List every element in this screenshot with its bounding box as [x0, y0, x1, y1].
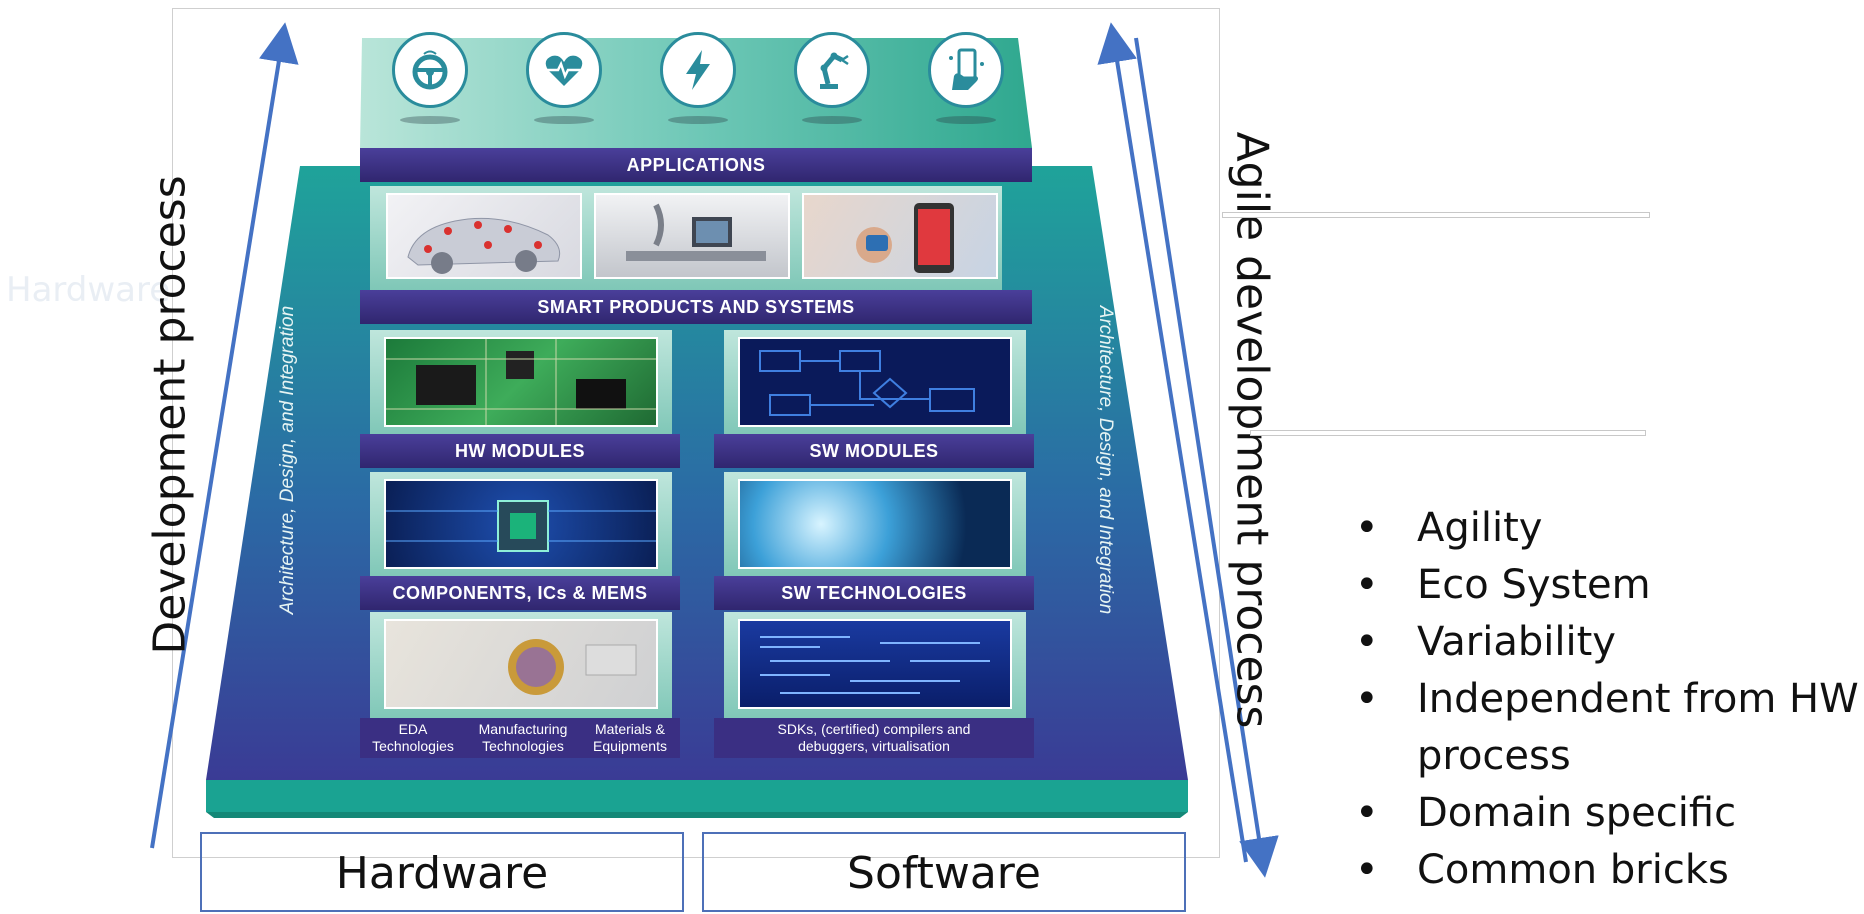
wafer-lab-photo [384, 619, 658, 709]
bullet-variability: Variability [1355, 614, 1864, 671]
hw-base-band: EDA Technologies Manufacturing Technolog… [360, 718, 680, 758]
components-band: COMPONENTS, ICs & MEMS [360, 576, 680, 610]
features-bullet-list: Agility Eco System Variability Independe… [1355, 500, 1864, 899]
eda-line1: EDA [398, 721, 428, 737]
materials-equipments-label: Materials & Equipments [580, 721, 680, 755]
sdk-line2: debuggers, virtualisation [798, 738, 950, 754]
sw-technologies-band: SW TECHNOLOGIES [714, 576, 1034, 610]
side-label-right: Architecture, Design, and Integration [1095, 305, 1116, 615]
materials-line2: Equipments [593, 738, 667, 754]
robot-arm-icon [794, 32, 870, 108]
development-process-arrow [150, 22, 299, 849]
icon-shadow [534, 116, 594, 124]
bullet-common-bricks: Common bricks [1355, 842, 1864, 899]
bullet-independent: Independent from HW process [1355, 671, 1864, 785]
heart-pulse-icon [526, 32, 602, 108]
diagram-frame [172, 8, 1220, 858]
eda-technologies-label: EDA Technologies [360, 721, 466, 755]
icon-shadow [668, 116, 728, 124]
circuit-board-photo [384, 337, 658, 427]
bullet-independent-line1: Independent from HW [1417, 676, 1859, 722]
hw-modules-band: HW MODULES [360, 434, 680, 468]
agile-up-arrow [1097, 22, 1248, 863]
manufacturing-line1: Manufacturing [478, 721, 568, 737]
sdk-line1: SDKs, (certified) compilers and [777, 721, 971, 737]
manufacturing-line2: Technologies [482, 738, 564, 754]
agile-down-arrow [1134, 37, 1279, 878]
icon-shadow [802, 116, 862, 124]
applications-band: APPLICATIONS [360, 148, 1032, 182]
connector-line-middle [1250, 430, 1646, 436]
medical-equipment-photo [594, 193, 790, 279]
smartphone-photo [802, 193, 998, 279]
application-icon-4 [794, 32, 870, 124]
side-label-left: Architecture, Design, and Integration [277, 305, 298, 615]
software-box: Software [702, 832, 1186, 912]
application-icon-5 [928, 32, 1004, 124]
lightning-icon [660, 32, 736, 108]
materials-line1: Materials & [594, 721, 666, 737]
application-icon-2 [526, 32, 602, 124]
bullet-eco-system: Eco System [1355, 557, 1864, 614]
data-stream-photo [738, 479, 1012, 569]
bullet-independent-line2: process [1417, 733, 1571, 779]
icon-shadow [936, 116, 996, 124]
car-sensors-photo [386, 193, 582, 279]
faint-hardware-label: Hardware [6, 270, 171, 310]
chip-photo [384, 479, 658, 569]
bullet-domain-specific: Domain specific [1355, 785, 1864, 842]
software-diagram-photo [738, 337, 1012, 427]
bullet-agility: Agility [1355, 500, 1864, 557]
steering-wheel-icon [392, 32, 468, 108]
connector-line-top [1222, 212, 1650, 218]
smartphone-hand-icon [928, 32, 1004, 108]
application-icon-3 [660, 32, 736, 124]
code-screen-photo [738, 619, 1012, 709]
sw-base-band: SDKs, (certified) compilers and debugger… [714, 718, 1034, 758]
manufacturing-technologies-label: Manufacturing Technologies [466, 721, 580, 755]
application-icon-1 [392, 32, 468, 124]
hardware-box: Hardware [200, 832, 684, 912]
smart-products-band: SMART PRODUCTS AND SYSTEMS [360, 290, 1032, 324]
sw-modules-band: SW MODULES [714, 434, 1034, 468]
eda-line2: Technologies [372, 738, 454, 754]
icon-shadow [400, 116, 460, 124]
